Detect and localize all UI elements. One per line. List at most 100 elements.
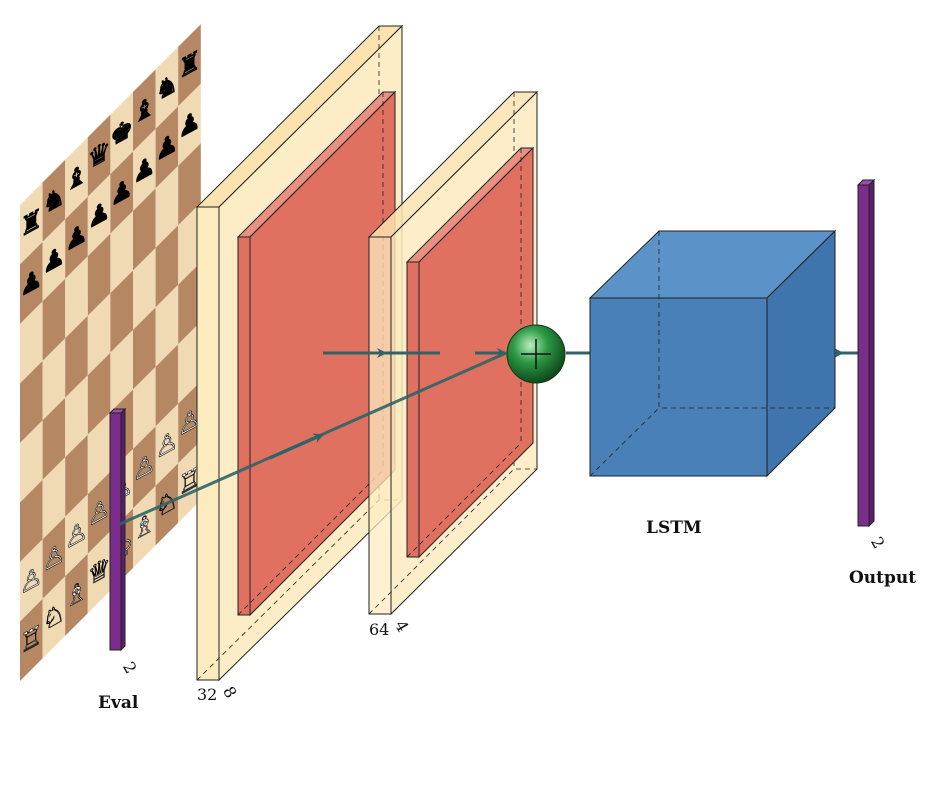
white-rook-icon: ♖ — [20, 617, 43, 661]
board-square — [87, 531, 111, 614]
black-pawn-icon: ♟ — [87, 193, 110, 237]
black-pawn-icon: ♟ — [65, 215, 88, 259]
board-square — [133, 366, 156, 449]
board-square — [178, 381, 201, 464]
board-square — [87, 174, 111, 257]
board-square — [65, 196, 88, 279]
board-square — [155, 225, 179, 308]
board-square — [155, 284, 179, 367]
conv-block-1 — [195, 24, 404, 682]
board-square — [133, 307, 156, 390]
black-knight-icon: ♞ — [42, 178, 65, 222]
board-square — [20, 301, 43, 384]
board-square — [42, 159, 66, 242]
board-square — [42, 278, 66, 361]
board-square — [178, 202, 201, 285]
eval-vector — [108, 407, 127, 652]
black-pawn-icon: ♟ — [155, 125, 178, 169]
board-square — [110, 330, 133, 413]
board-square — [20, 360, 43, 443]
board-square — [87, 471, 111, 554]
board-square — [178, 143, 201, 226]
board-square — [20, 182, 43, 265]
black-pawn-icon: ♟ — [110, 170, 133, 214]
board-square — [20, 539, 43, 622]
conv1-depth-label: 32 — [197, 685, 217, 704]
white-pawn-icon: ♙ — [65, 513, 88, 557]
white-pawn-icon: ♙ — [20, 558, 43, 602]
board-square — [42, 576, 66, 659]
lstm-block — [588, 229, 837, 478]
black-pawn-icon: ♟ — [178, 102, 201, 146]
board-square — [155, 106, 179, 189]
board-square — [178, 24, 201, 107]
board-square — [20, 241, 43, 324]
board-square — [42, 219, 66, 302]
black-rook-icon: ♜ — [178, 43, 201, 87]
board-square — [178, 83, 201, 166]
conv2-width-label: 4 — [391, 617, 413, 635]
board-square — [65, 434, 88, 517]
black-king-icon: ♚ — [110, 110, 133, 154]
black-pawn-icon: ♟ — [20, 260, 43, 304]
black-knight-icon: ♞ — [155, 65, 178, 109]
lstm-label: LSTM — [646, 518, 702, 538]
board-square — [110, 211, 133, 294]
board-square — [133, 69, 156, 152]
board-square — [87, 114, 111, 197]
conv2-depth-label: 64 — [369, 620, 389, 639]
black-rook-icon: ♜ — [20, 201, 43, 245]
board-square — [110, 92, 133, 175]
output-label: Output — [849, 568, 916, 588]
conv1-width-label: 8 — [219, 683, 241, 701]
white-pawn-icon: ♙ — [178, 400, 201, 444]
output-dim-label: 2 — [867, 534, 889, 552]
board-square — [65, 375, 88, 458]
board-square — [133, 485, 156, 568]
eval-label: Eval — [98, 693, 139, 713]
white-bishop-icon: ♗ — [65, 572, 88, 616]
chess-board-input: ♜♞♝♛♚♝♞♜♟♟♟♟♟♟♟♟♙♙♙♙♙♙♙♙♖♘♗♕♔♗♘♖ — [19, 24, 201, 681]
black-pawn-icon: ♟ — [133, 147, 156, 191]
board-square — [87, 233, 111, 316]
output-vector — [856, 178, 876, 528]
board-square — [155, 344, 179, 427]
board-square — [65, 137, 88, 220]
conv-block-2 — [367, 90, 539, 616]
black-bishop-icon: ♝ — [65, 156, 88, 200]
board-square — [65, 494, 88, 577]
white-pawn-icon: ♙ — [42, 535, 65, 579]
white-knight-icon: ♘ — [42, 595, 65, 639]
sum-node — [506, 324, 566, 384]
board-square — [178, 262, 201, 345]
board-square — [133, 426, 156, 509]
board-square — [42, 516, 66, 599]
board-square — [178, 321, 201, 404]
board-square — [133, 188, 156, 271]
board-square — [87, 352, 111, 435]
board-square — [155, 165, 179, 248]
board-square — [20, 479, 43, 562]
board-square — [178, 440, 201, 523]
board-square — [110, 151, 133, 234]
board-square — [87, 412, 111, 495]
white-queen-icon: ♕ — [87, 550, 110, 594]
board-square — [110, 270, 133, 353]
white-pawn-icon: ♙ — [155, 422, 178, 466]
board-square — [20, 598, 43, 681]
black-pawn-icon: ♟ — [42, 238, 65, 282]
board-square — [133, 247, 156, 330]
board-square — [133, 128, 156, 211]
board-square — [65, 256, 88, 339]
board-square — [42, 338, 66, 421]
board-square — [20, 420, 43, 503]
board-square — [65, 315, 88, 398]
black-bishop-icon: ♝ — [133, 88, 156, 132]
white-pawn-icon: ♙ — [87, 490, 110, 534]
eval-dim-label: 2 — [119, 659, 141, 677]
black-queen-icon: ♛ — [87, 133, 110, 177]
board-square — [87, 293, 111, 376]
board-square — [42, 397, 66, 480]
board-square — [42, 457, 66, 540]
